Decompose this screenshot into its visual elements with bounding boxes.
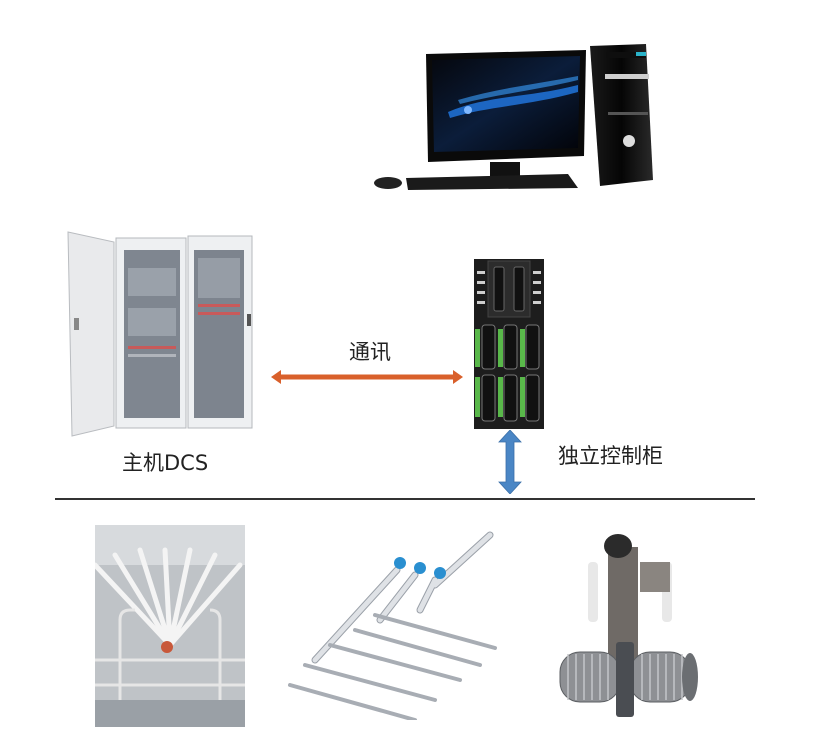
workstation-computer (368, 40, 658, 192)
communication-label: 通讯 (349, 340, 391, 364)
dcs-cabinet-icon (67, 231, 253, 437)
field-link-arrow (498, 430, 522, 494)
field-site-photo (95, 525, 245, 727)
double-arrow-horizontal-icon (271, 370, 463, 384)
controller-module-icon (474, 259, 544, 429)
host-dcs-label: 主机DCS (122, 451, 209, 475)
desktop-pc-icon (374, 44, 653, 190)
host-dcs-cabinet (66, 228, 271, 438)
pipe-manifold-icon (288, 531, 497, 720)
double-arrow-vertical-icon (498, 430, 522, 494)
flow-measurement-device (550, 532, 700, 722)
field-site-image-icon (95, 525, 245, 727)
spray-manifold-model (285, 530, 500, 720)
communication-arrow (271, 369, 463, 385)
divider-line (55, 498, 755, 500)
bellows-flowmeter-icon (559, 534, 698, 717)
independent-controller (474, 259, 544, 429)
independent-controller-label: 独立控制柜 (558, 444, 663, 468)
